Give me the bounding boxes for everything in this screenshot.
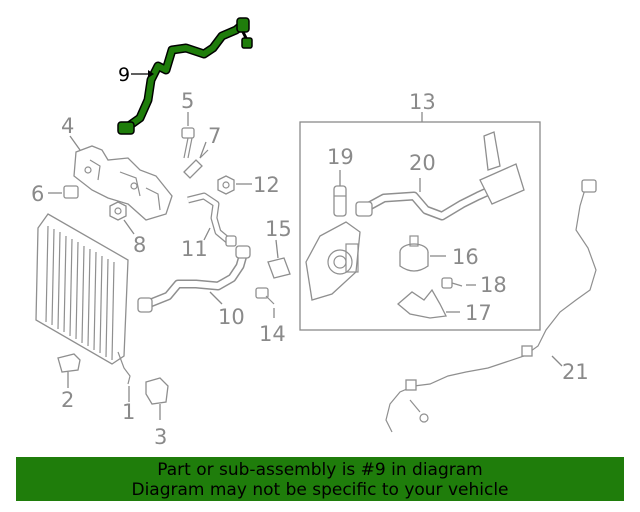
part-7-stud[interactable] (183, 149, 209, 179)
callout-7[interactable]: 7 (208, 124, 221, 148)
leader-line-8 (123, 219, 135, 235)
callout-5[interactable]: 5 (181, 89, 194, 113)
banner-line-2: Diagram may not be specific to your vehi… (131, 480, 509, 500)
callout-2[interactable]: 2 (61, 388, 74, 412)
part-9-highlighted-hose[interactable] (117, 17, 253, 135)
callout-18[interactable]: 18 (480, 273, 507, 297)
callout-3[interactable]: 3 (154, 425, 167, 449)
part-3-bracket[interactable] (145, 377, 169, 405)
callout-16[interactable]: 16 (452, 245, 479, 269)
part-11-hose[interactable] (187, 192, 237, 247)
part-13-assembly-box[interactable] (299, 121, 541, 331)
callout-15[interactable]: 15 (265, 217, 292, 241)
leader-line-15 (275, 239, 279, 259)
callout-13[interactable]: 13 (409, 90, 436, 114)
callout-19[interactable]: 19 (327, 145, 354, 169)
part-21-wiring-harness[interactable] (385, 179, 597, 433)
callout-20[interactable]: 20 (409, 151, 436, 175)
part-10-hose[interactable] (137, 245, 251, 313)
pump-body (305, 221, 361, 301)
part-12-nut[interactable] (217, 175, 235, 195)
leader-line-21 (551, 355, 563, 367)
callout-8[interactable]: 8 (133, 233, 146, 257)
leader-line-11 (203, 227, 211, 241)
leader-line-4 (69, 135, 81, 151)
callout-6[interactable]: 6 (31, 182, 44, 206)
callout-4[interactable]: 4 (61, 114, 74, 138)
callout-9[interactable]: 9 (118, 64, 130, 86)
leader-line-7 (199, 141, 207, 159)
callout-12[interactable]: 12 (253, 173, 280, 197)
part-14-bolt[interactable] (255, 287, 275, 305)
part-4-bracket[interactable] (73, 145, 173, 221)
part-6-clip[interactable] (63, 185, 79, 199)
callout-17[interactable]: 17 (465, 301, 492, 325)
part-5-bolt[interactable] (181, 127, 195, 159)
info-banner: Part or sub-assembly is #9 in diagram Di… (16, 457, 624, 501)
part-16-pump[interactable] (399, 235, 429, 272)
part-17-bracket[interactable] (396, 288, 447, 319)
callout-21[interactable]: 21 (562, 360, 589, 384)
part-15-bracket[interactable] (267, 257, 291, 279)
callout-14[interactable]: 14 (259, 322, 286, 346)
part-20-hose[interactable] (355, 131, 525, 221)
part-8-nut[interactable] (109, 201, 127, 221)
part-19-sensor[interactable] (333, 185, 347, 217)
part-18-bolt[interactable] (441, 277, 463, 289)
callout-1[interactable]: 1 (122, 400, 135, 424)
callout-10[interactable]: 10 (218, 305, 245, 329)
leader-line-10 (209, 291, 223, 305)
leader-arrow-9 (148, 70, 154, 78)
part-1-radiator[interactable] (35, 213, 131, 385)
callout-11[interactable]: 11 (181, 237, 208, 261)
banner-line-1: Part or sub-assembly is #9 in diagram (157, 460, 483, 480)
part-2-mount[interactable] (57, 353, 81, 373)
